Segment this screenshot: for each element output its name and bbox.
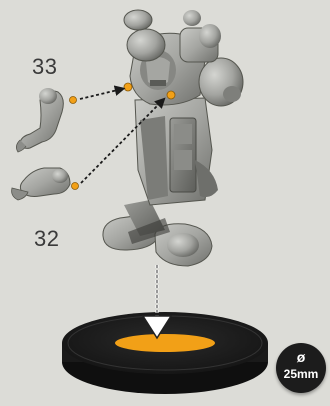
assembly-arrow-33 bbox=[80, 89, 122, 99]
glue-marker bbox=[115, 334, 215, 352]
base-size-label: 25mm bbox=[276, 367, 326, 381]
part-number-32: 32 bbox=[34, 226, 59, 252]
loose-arm-32 bbox=[12, 168, 79, 200]
diameter-symbol: ø bbox=[276, 350, 326, 364]
glue-point-32 bbox=[167, 91, 175, 99]
miniature-torso bbox=[135, 98, 218, 205]
miniature-backpack bbox=[180, 10, 221, 62]
glue-point-33 bbox=[124, 83, 132, 91]
miniature-legs bbox=[103, 200, 212, 266]
base-size-badge: ø 25mm bbox=[276, 343, 326, 393]
part-number-33: 33 bbox=[32, 54, 57, 80]
loose-arm-33 bbox=[16, 88, 76, 152]
